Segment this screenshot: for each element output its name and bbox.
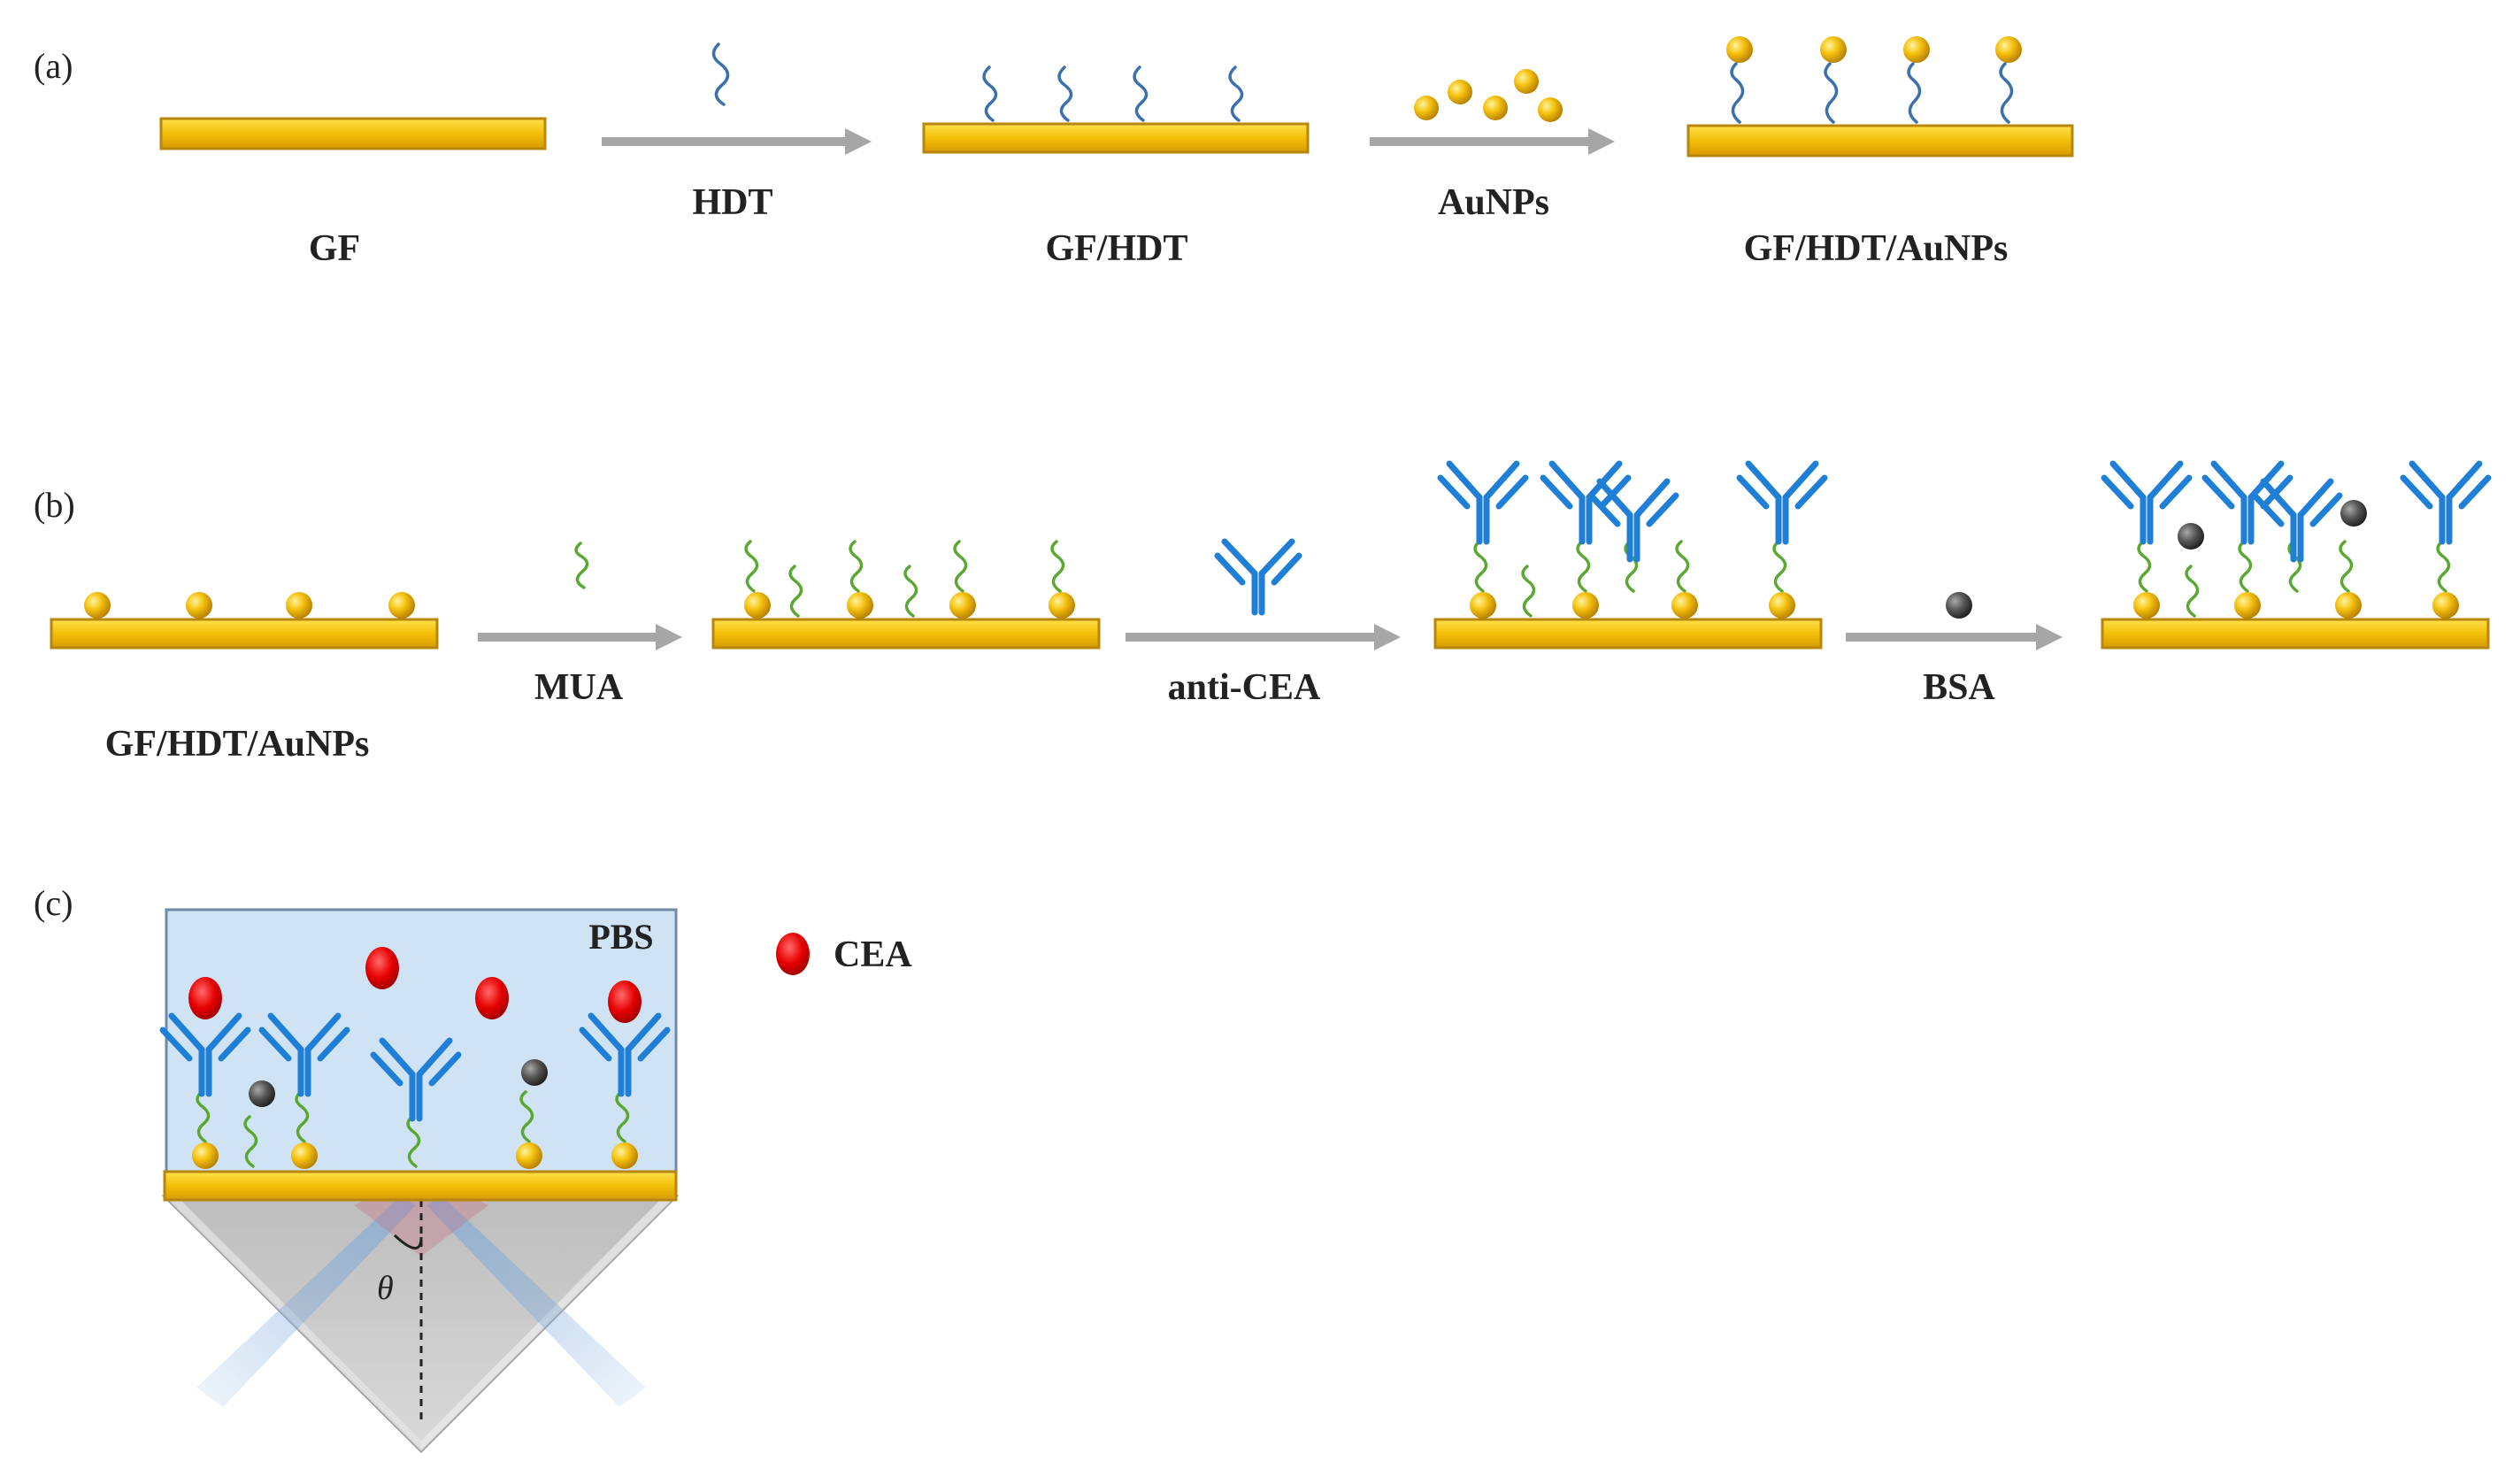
bsa-molecules-b4 — [2178, 500, 2367, 550]
bsa-icon — [1946, 592, 1972, 619]
step-label-bsa: BSA — [1923, 667, 1995, 708]
aunps-c — [192, 1142, 638, 1169]
angle-label-theta: θ — [377, 1270, 394, 1307]
arrow-bsa — [1846, 624, 2063, 650]
step-label-anti-cea: anti-CEA — [1168, 667, 1321, 708]
arrow-hdt — [602, 128, 872, 155]
arrow-anti-cea — [1126, 624, 1401, 650]
stage-label-b-gf-hdt-aunps: GF/HDT/AuNPs — [105, 724, 370, 765]
linker-icon — [711, 42, 730, 106]
stage-label-gf-hdt-aunps: GF/HDT/AuNPs — [1744, 228, 2009, 269]
arrow-mua — [478, 624, 682, 650]
mua-linkers-b2 — [744, 540, 1065, 618]
arrow-icon — [845, 128, 872, 155]
aunps-icon-cluster — [1414, 69, 1563, 122]
cea-icon — [776, 933, 810, 975]
panel-b-label: (b) — [34, 485, 75, 525]
aunps-b3 — [1470, 592, 1795, 619]
angle-arc — [393, 1234, 423, 1249]
panel-c: (c) θ PBS — [34, 883, 912, 1454]
hdt-linkers-with-aunps — [1730, 62, 2014, 124]
gold-film-c — [163, 1170, 678, 1202]
step-label-hdt: HDT — [692, 182, 772, 223]
antibodies-b3 — [1437, 460, 1828, 563]
antibodies-b4 — [2101, 460, 2492, 563]
panel-a: (a) GF HDT GF/HDT — [34, 36, 2074, 269]
stage-label-gf-hdt: GF/HDT — [1045, 228, 1187, 269]
gold-film-b1 — [50, 618, 439, 650]
legend-label-cea: CEA — [834, 934, 912, 975]
light-beams — [196, 1196, 646, 1407]
gold-film-gf — [159, 117, 547, 150]
step-label-aunps: AuNPs — [1438, 182, 1549, 223]
gold-film-b2 — [711, 618, 1101, 650]
aunps-b4 — [2133, 592, 2459, 619]
stage-label-gf: GF — [309, 228, 360, 269]
aunps-b1 — [84, 592, 415, 619]
antibody-icon — [1214, 538, 1302, 616]
gold-nanoparticle-icon — [1726, 36, 2022, 63]
mua-linkers-b4 — [2137, 540, 2451, 618]
pbs-label: PBS — [588, 917, 653, 957]
panel-a-label: (a) — [34, 46, 73, 86]
mua-linkers-c — [196, 1090, 630, 1168]
panel-c-label: (c) — [34, 883, 73, 923]
mua-linker-icon — [574, 542, 589, 589]
bsa-molecules-c — [249, 1059, 548, 1107]
arrow-aunps — [1370, 128, 1615, 155]
panel-b: (b) GF/HDT/AuNPs MUA — [34, 460, 2492, 765]
legend-cea: CEA — [776, 933, 912, 975]
mua-linkers-b3 — [1473, 540, 1787, 618]
gold-film-gf-hdt-aunps — [1686, 124, 2074, 158]
gold-film-gf-hdt — [922, 122, 1310, 154]
step-label-mua: MUA — [534, 667, 624, 708]
aunps-b2 — [744, 592, 1075, 619]
hdt-linkers — [982, 65, 1244, 122]
antibodies-c — [159, 1012, 671, 1122]
gold-film-b4 — [2101, 618, 2490, 650]
cea-molecules-c — [188, 947, 642, 1023]
gold-film-b3 — [1433, 618, 1823, 650]
